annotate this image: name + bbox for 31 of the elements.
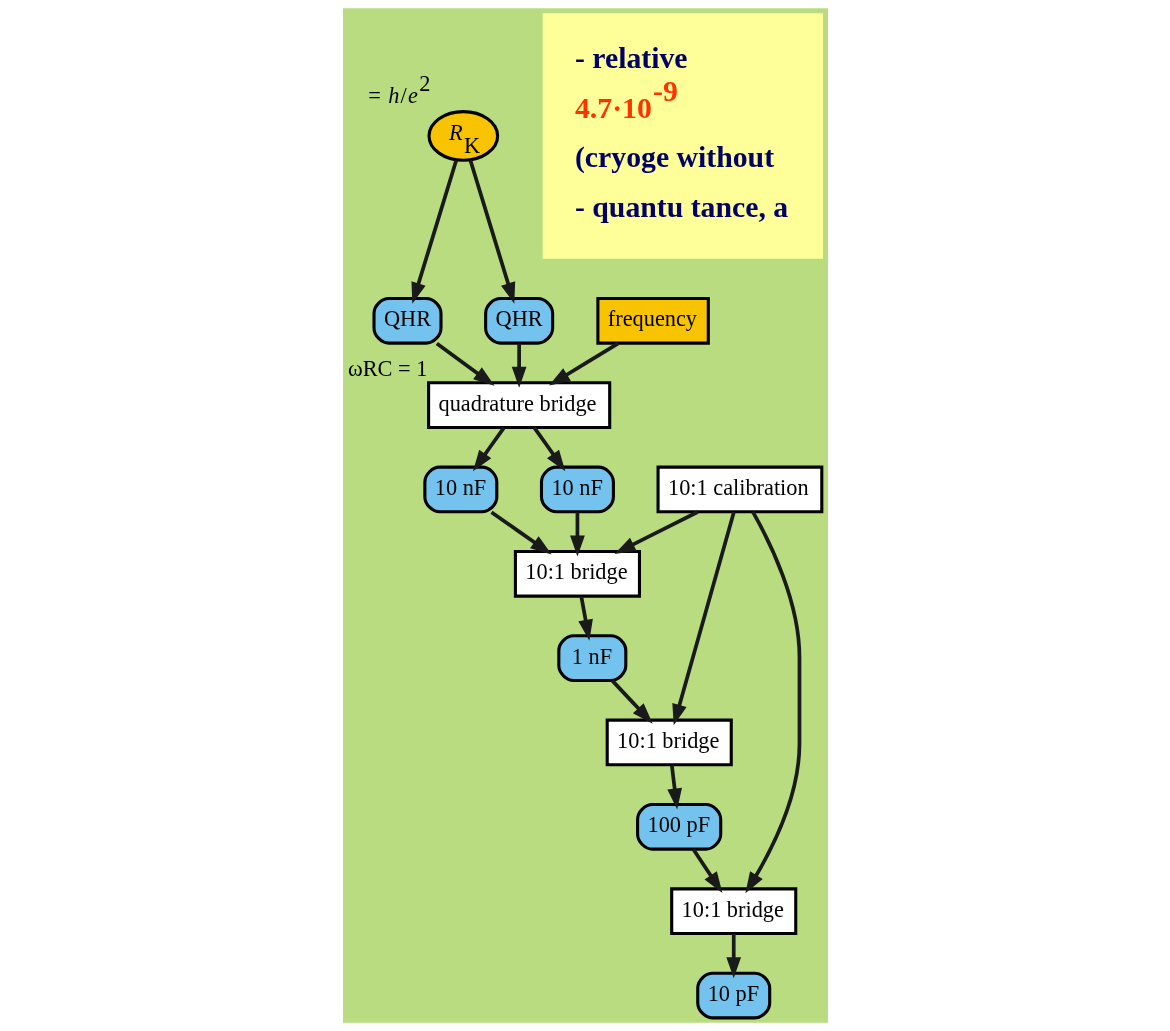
arrow xyxy=(489,510,552,555)
arrow xyxy=(671,511,736,726)
arrow xyxy=(610,679,653,724)
node-box: 10 nF xyxy=(539,465,615,514)
node-box: 10:1 bridge xyxy=(669,887,797,936)
arrow xyxy=(613,510,698,554)
arrow xyxy=(532,426,565,472)
arrow xyxy=(666,765,682,810)
arrow xyxy=(725,933,741,979)
arrow xyxy=(569,512,585,557)
node-label: ωRC = 1 xyxy=(347,355,427,381)
arrow xyxy=(577,596,593,641)
node-box: quadrature bridge xyxy=(426,381,611,429)
node-box: 10 nF xyxy=(422,465,498,514)
node-box: 10 pF xyxy=(695,971,771,1020)
node-box: QHR xyxy=(483,296,554,345)
arrow xyxy=(472,426,505,472)
arrow xyxy=(468,159,515,304)
node-box: frequency xyxy=(595,296,710,345)
arrow xyxy=(744,510,801,894)
arrow xyxy=(511,343,527,388)
node-box: 100 pF xyxy=(635,802,722,851)
node-box: QHR xyxy=(371,296,443,345)
node-box: 1 nF xyxy=(556,634,627,682)
arrow xyxy=(435,342,495,386)
node-box: 10:1 bridge xyxy=(605,718,733,767)
arrow xyxy=(548,341,619,386)
arrow xyxy=(691,848,722,893)
node-box: 10:1 calibration xyxy=(656,465,823,514)
node-box: 10:1 bridge xyxy=(513,549,641,598)
arrow xyxy=(410,159,458,304)
